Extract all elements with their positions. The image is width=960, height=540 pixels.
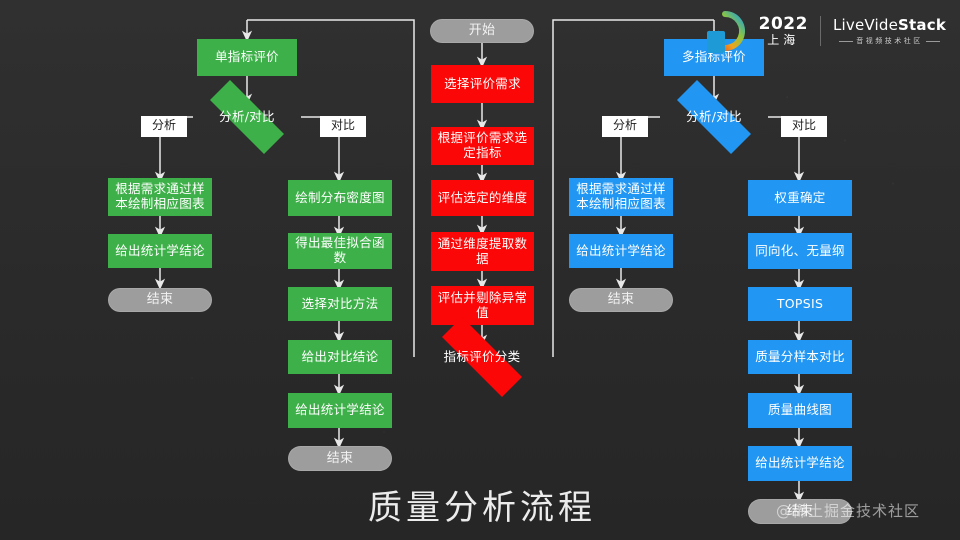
edge-label-left-analysis: 分析 xyxy=(141,116,187,137)
node-label: 评估并剔除异常 值 xyxy=(437,289,528,320)
node-label: 选择评价需求 xyxy=(444,75,521,91)
node-label: 评估选定的维度 xyxy=(437,189,528,205)
watermark: @稀土掘金技术社区 xyxy=(776,502,921,520)
edge-label-right-compare: 对比 xyxy=(781,116,827,137)
brand-name: LiveVideStack xyxy=(833,16,946,34)
node-label: 通过维度提取数 据 xyxy=(437,235,528,266)
node-label: TOPSIS xyxy=(776,295,824,311)
node-center-decision[interactable]: 指标评价分类 xyxy=(422,317,542,397)
node-label: 分析/对比 xyxy=(219,108,275,124)
node-label: 给出统计学结论 xyxy=(295,402,385,418)
node-center-step-3[interactable]: 评估选定的维度 xyxy=(431,180,534,216)
node-label: 结束 xyxy=(146,292,174,308)
brand-city: 上海 xyxy=(767,32,800,47)
node-right-compare-5[interactable]: 质量曲线图 xyxy=(748,393,852,428)
node-left-decision[interactable]: 分析/对比 xyxy=(193,80,301,154)
node-label: 选择对比方法 xyxy=(301,295,379,311)
edge-label-text: 分析 xyxy=(612,118,637,133)
node-label: 质量曲线图 xyxy=(767,402,832,418)
node-right-analysis-1[interactable]: 根据需求通过样 本绘制相应图表 xyxy=(569,178,673,216)
brand-year: 2022 xyxy=(758,13,808,34)
node-label: 单指标评价 xyxy=(214,49,279,65)
livevideostack-ring-icon xyxy=(703,9,747,53)
node-right-compare-2[interactable]: 同向化、无量纲 xyxy=(748,233,852,269)
node-label: 开始 xyxy=(468,23,496,39)
node-label: 分析/对比 xyxy=(686,108,742,124)
node-left-analysis-end[interactable]: 结束 xyxy=(108,288,212,312)
node-right-compare-6[interactable]: 给出统计学结论 xyxy=(748,446,852,481)
node-label: 结束 xyxy=(326,450,354,466)
node-label: 给出统计学结论 xyxy=(115,242,205,258)
page-title: 质量分析流程 xyxy=(368,488,596,528)
edge-label-text: 对比 xyxy=(330,118,355,133)
node-center-step-5[interactable]: 评估并剔除异常 值 xyxy=(431,286,534,325)
node-label: 根据需求通过样 本绘制相应图表 xyxy=(115,181,205,211)
node-label: 结束 xyxy=(607,292,635,308)
edge-label-text: 分析 xyxy=(151,118,176,133)
node-label: 多指标评价 xyxy=(681,49,746,65)
node-right-compare-3[interactable]: TOPSIS xyxy=(748,287,852,321)
node-label: 权重确定 xyxy=(774,189,826,205)
node-label: 同向化、无量纲 xyxy=(755,242,845,258)
node-left-compare-2[interactable]: 得出最佳拟合函 数 xyxy=(288,233,392,269)
node-label: 质量分样本对比 xyxy=(755,348,845,364)
node-left-analysis-1[interactable]: 根据需求通过样 本绘制相应图表 xyxy=(108,178,212,216)
brand-tagline: 音视频技术社区 xyxy=(856,37,923,45)
node-label: 给出统计学结论 xyxy=(755,455,845,471)
node-center-step-1[interactable]: 选择评价需求 xyxy=(431,65,534,103)
brand-name-block: LiveVideStack 音视频技术社区 xyxy=(833,16,946,46)
node-label: 结束 xyxy=(786,503,814,519)
node-left-compare-1[interactable]: 绘制分布密度图 xyxy=(288,180,392,216)
node-center-step-4[interactable]: 通过维度提取数 据 xyxy=(431,232,534,271)
node-label: 给出统计学结论 xyxy=(576,242,666,258)
brand-divider xyxy=(819,16,821,46)
brand-year-city: 2022 上海 xyxy=(758,13,808,47)
node-left-compare-3[interactable]: 选择对比方法 xyxy=(288,287,392,321)
node-center-step-2[interactable]: 根据评价需求选 定指标 xyxy=(431,127,534,165)
node-start[interactable]: 开始 xyxy=(430,19,534,43)
node-left-compare-4[interactable]: 给出对比结论 xyxy=(288,340,392,374)
brand-name-prefix: LiveVide xyxy=(832,16,899,34)
edge-label-left-compare: 对比 xyxy=(320,116,366,137)
node-label: 得出最佳拟合函 数 xyxy=(295,235,385,265)
edge-label-text: 对比 xyxy=(791,118,816,133)
node-right-header[interactable]: 多指标评价 xyxy=(664,39,764,76)
node-right-compare-end[interactable]: 结束 xyxy=(748,499,852,524)
node-right-compare-1[interactable]: 权重确定 xyxy=(748,180,852,216)
node-left-analysis-2[interactable]: 给出统计学结论 xyxy=(108,234,212,268)
brand-name-suffix: Stack xyxy=(898,16,946,34)
node-label: 给出对比结论 xyxy=(301,348,379,364)
node-right-analysis-end[interactable]: 结束 xyxy=(569,288,673,312)
node-left-compare-5[interactable]: 给出统计学结论 xyxy=(288,393,392,428)
node-label: 根据需求通过样 本绘制相应图表 xyxy=(576,181,666,211)
node-label: 绘制分布密度图 xyxy=(295,189,385,205)
node-right-analysis-2[interactable]: 给出统计学结论 xyxy=(569,234,673,268)
node-left-header[interactable]: 单指标评价 xyxy=(197,39,297,76)
node-label: 指标评价分类 xyxy=(443,348,521,364)
edge-label-right-analysis: 分析 xyxy=(602,116,648,137)
node-left-compare-end[interactable]: 结束 xyxy=(288,446,392,471)
node-label: 根据评价需求选 定指标 xyxy=(437,130,528,160)
brand-logo: 2022 上海 LiveVideStack 音视频技术社区 xyxy=(703,8,946,54)
node-right-compare-4[interactable]: 质量分样本对比 xyxy=(748,340,852,374)
brand-tagline-row: 音视频技术社区 xyxy=(839,36,940,46)
node-right-decision[interactable]: 分析/对比 xyxy=(660,80,768,154)
